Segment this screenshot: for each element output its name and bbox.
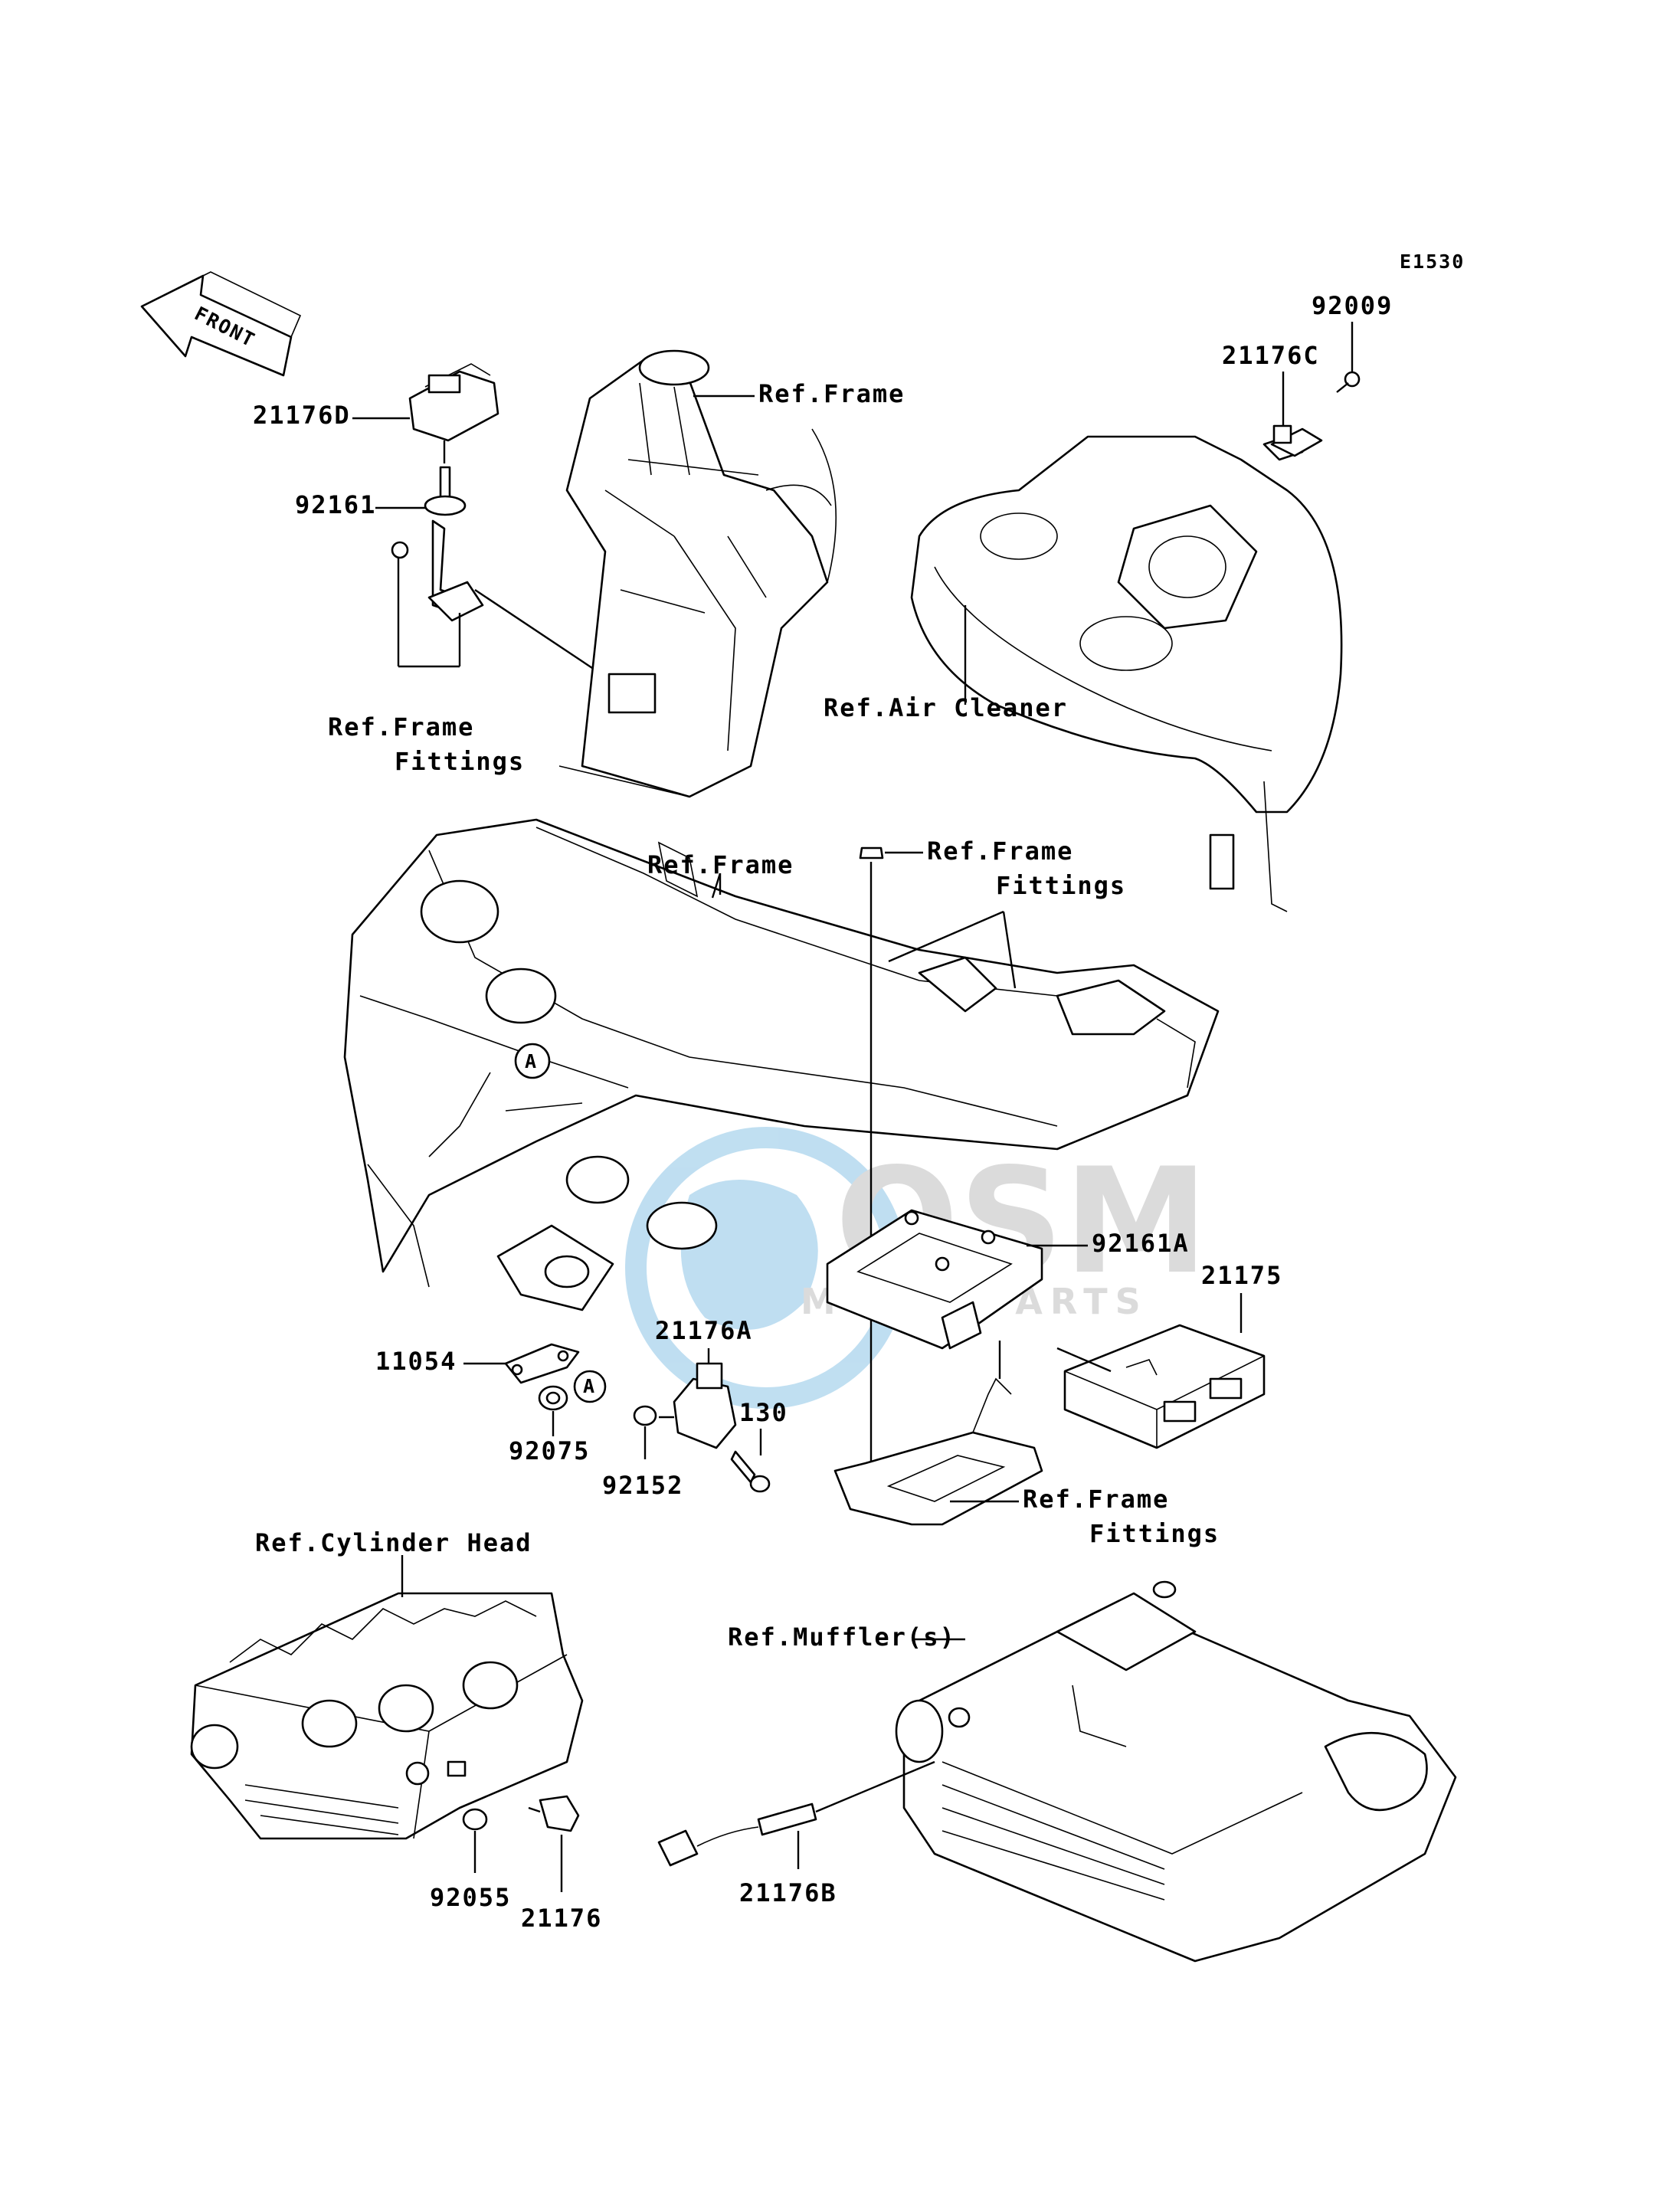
ecu-bracket [826, 1209, 1043, 1350]
svg-text:A: A [583, 1375, 596, 1397]
sensor-21176 [528, 1795, 580, 1832]
label-21176: 21176 [521, 1904, 602, 1933]
label-ref-frame-fittings-1b: Fittings [395, 747, 525, 776]
label-21176b: 21176B [739, 1878, 837, 1907]
grommet-92075 [538, 1385, 568, 1411]
plate-11054 [504, 1343, 580, 1384]
label-130: 130 [739, 1398, 788, 1427]
label-ref-frame-fittings-3b: Fittings [1089, 1519, 1220, 1548]
diagram-code: E1530 [1400, 250, 1465, 273]
washer-92055 [462, 1808, 488, 1831]
cylinder-head [190, 1592, 584, 1840]
bolt-92161 [424, 466, 467, 516]
label-ref-frame-mid: Ref.Frame [647, 850, 794, 879]
oring-92152 [633, 1405, 657, 1426]
label-21176a: 21176A [655, 1316, 753, 1345]
air-cleaner [910, 435, 1343, 912]
front-arrow-icon: FRONT [140, 271, 302, 377]
frame-upper [558, 349, 837, 798]
label-ref-frame-fittings-2a: Ref.Frame [927, 837, 1073, 866]
label-ref-cylinder-head: Ref.Cylinder Head [255, 1528, 532, 1557]
marker-a-frame: A [514, 1043, 551, 1079]
sensor-21176c [1270, 424, 1323, 457]
svg-text:A: A [525, 1050, 538, 1072]
label-21176d: 21176D [253, 401, 351, 430]
ecu-21175 [1063, 1324, 1266, 1449]
o2-sensor-21176b [657, 1760, 935, 1867]
label-ref-frame-fittings-1a: Ref.Frame [328, 712, 474, 742]
bolt-130 [730, 1450, 771, 1493]
label-ref-mufflers: Ref.Muffler(s) [728, 1622, 956, 1652]
label-92161: 92161 [295, 490, 376, 519]
label-92161a: 92161A [1092, 1229, 1190, 1258]
label-21175: 21175 [1201, 1261, 1282, 1290]
label-92152: 92152 [602, 1471, 683, 1500]
label-92009: 92009 [1312, 291, 1393, 320]
label-92075: 92075 [509, 1436, 590, 1465]
screw-92009 [1336, 371, 1361, 393]
label-11054: 11054 [375, 1347, 457, 1376]
label-ref-air-cleaner: Ref.Air Cleaner [824, 693, 1068, 722]
bracket-frame-fitting [391, 519, 484, 622]
label-ref-frame-top: Ref.Frame [758, 379, 905, 408]
frame-main [343, 818, 1220, 1311]
sensor-21176a [659, 1362, 737, 1449]
label-92055: 92055 [430, 1883, 511, 1912]
muffler [895, 1580, 1457, 1963]
label-21176c: 21176C [1222, 341, 1320, 370]
bracket-lower [833, 1377, 1043, 1526]
label-ref-frame-fittings-2b: Fittings [996, 871, 1126, 900]
marker-a-sensor: A [573, 1370, 607, 1403]
label-ref-frame-fittings-3a: Ref.Frame [1023, 1485, 1169, 1514]
sensor-21176d [408, 363, 499, 442]
bolt-frame-fitting [859, 846, 884, 859]
